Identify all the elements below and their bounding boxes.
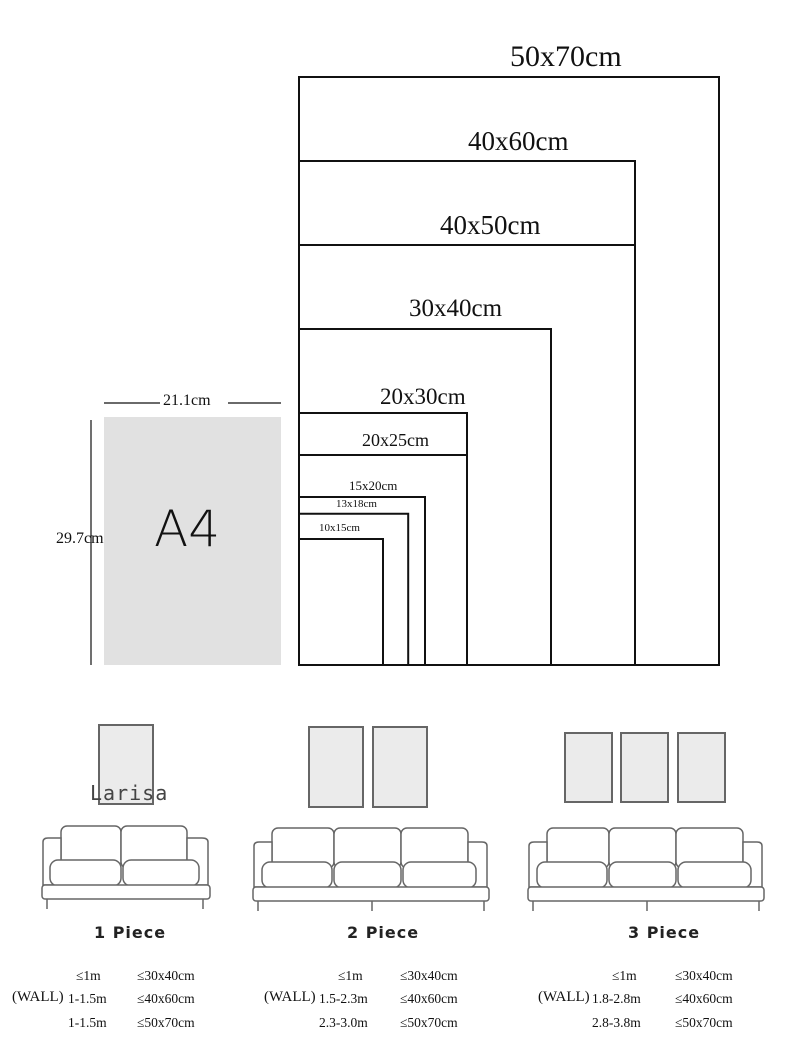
frame-3a — [564, 732, 613, 803]
size-limit: ≤40x60cm — [137, 991, 195, 1006]
frame-2a — [308, 726, 364, 808]
layout-1-title: 1 Piece — [94, 923, 167, 942]
wall-range: ≤1m — [612, 968, 637, 983]
layout-1-piece — [41, 724, 211, 909]
frame-3b — [620, 732, 669, 803]
size-label-40x50: 40x50cm — [440, 210, 541, 240]
size-limit: ≤30x40cm — [675, 968, 733, 983]
size-limit: ≤50x70cm — [400, 1015, 458, 1030]
layout-3-title: 3 Piece — [628, 923, 701, 942]
frame-1a — [98, 724, 154, 805]
size-limit: ≤40x60cm — [675, 991, 733, 1006]
size-limit: ≤30x40cm — [400, 968, 458, 983]
wall-label: (WALL) — [264, 989, 316, 1005]
size-label-20x25: 20x25cm — [362, 430, 429, 450]
wall-range: 2.3-3.0m — [319, 1015, 368, 1030]
size-label-15x20: 15x20cm — [349, 478, 398, 493]
size-limit: ≤30x40cm — [137, 968, 195, 983]
wall-label: (WALL) — [538, 989, 590, 1005]
layout-3-piece — [527, 732, 765, 911]
wall-range: 1-1.5m — [68, 1015, 107, 1030]
layout-2-title: 2 Piece — [347, 923, 420, 942]
size-label-20x30: 20x30cm — [380, 384, 466, 409]
size-limit: ≤50x70cm — [675, 1015, 733, 1030]
sofa-3-seat — [252, 827, 490, 911]
wall-range: 1.5-2.3m — [319, 991, 368, 1006]
a4-label: A4 — [154, 500, 221, 558]
size-label-13x18: 13x18cm — [336, 498, 377, 510]
sofa-2-seat — [41, 825, 211, 909]
wall-range: 1-1.5m — [68, 991, 107, 1006]
wall-range: ≤1m — [338, 968, 363, 983]
wall-range: 2.8-3.8m — [592, 1015, 641, 1030]
size-label-40x60: 40x60cm — [468, 126, 569, 156]
size-label-30x40: 30x40cm — [409, 295, 503, 322]
size-label-10x15: 10x15cm — [319, 522, 360, 534]
a4-height-label: 29.7cm — [56, 530, 104, 547]
size-limit: ≤50x70cm — [137, 1015, 195, 1030]
frame-3c — [677, 732, 726, 803]
watermark: Larisa — [90, 781, 169, 805]
size-limit: ≤40x60cm — [400, 991, 458, 1006]
frame-10x15 — [298, 538, 384, 666]
a4-sheet — [104, 417, 281, 665]
wall-range: 1.8-2.8m — [592, 991, 641, 1006]
size-frames — [298, 76, 720, 666]
layout-2-piece — [252, 726, 490, 911]
wall-label: (WALL) — [12, 989, 64, 1005]
size-label-50x70: 50x70cm — [510, 40, 622, 73]
frame-2b — [372, 726, 428, 808]
a4-width-label: 21.1cm — [163, 392, 211, 409]
wall-range: ≤1m — [76, 968, 101, 983]
sofa-3-seat-b — [527, 827, 765, 911]
